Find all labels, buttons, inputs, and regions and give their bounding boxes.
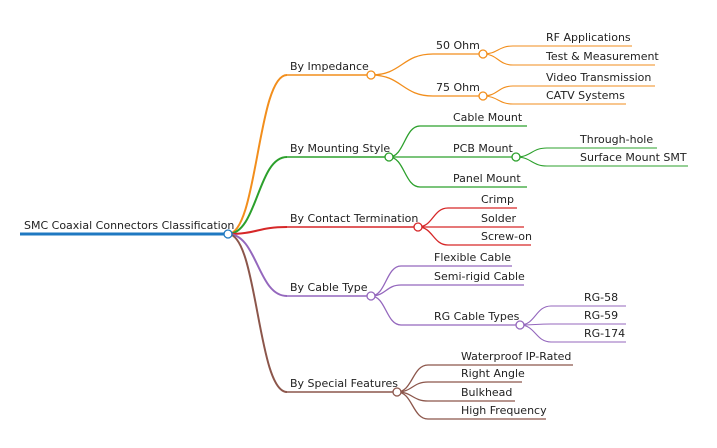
node-circle-75-ohm [478,91,488,101]
node-panel-mount: Panel Mount [453,172,521,185]
edge-panel-mount [388,156,421,188]
edge-by-impedance [227,74,288,235]
leaf-rf-applications: RF Applications [546,31,631,44]
leaf-rg-58: RG-58 [584,291,618,304]
node-bulkhead: Bulkhead [461,386,512,399]
edge-cable-mount [388,125,421,158]
node-solder: Solder [481,212,517,225]
edge-test-and-measurement [482,53,514,66]
underlines-layer [20,45,688,420]
edge-by-contact-termination [227,226,288,235]
leaf-video-transmission: Video Transmission [546,71,651,84]
node-circle-by-cable-type [366,291,376,301]
node-circle-50-ohm [478,49,488,59]
edge-by-mounting-style [227,156,288,235]
labels-layer: SMC Coaxial Connectors Classification By … [24,31,687,417]
node-pcb-mount: PCB Mount [453,142,514,155]
node-high-frequency: High Frequency [461,404,547,417]
branch-by-impedance: By Impedance [290,60,369,73]
node-waterproof-ip-rated: Waterproof IP-Rated [461,350,571,363]
edge-through-hole [515,147,548,158]
node-circle-rg-cable-types [515,320,525,330]
edge-crimp [417,207,449,228]
leaf-rg-174: RG-174 [584,327,625,340]
branch-by-special-features: By Special Features [290,377,398,390]
node-75-ohm: 75 Ohm [436,81,480,94]
node-cable-mount: Cable Mount [453,111,523,124]
node-circle-by-impedance [366,70,376,80]
nodes-layer [223,49,525,397]
branch-by-mounting-style: By Mounting Style [290,142,390,155]
edge-video-transmission [482,85,514,97]
edge-rg-cable-types [370,295,402,326]
node-circle-by-special-features [392,387,402,397]
leaf-catv-systems: CATV Systems [546,89,625,102]
edge-50-ohm [370,53,434,76]
node-50-ohm: 50 Ohm [436,39,480,52]
node-flexible-cable: Flexible Cable [434,251,511,264]
leaf-through-hole: Through-hole [579,133,653,146]
leaf-rg-59: RG-59 [584,309,618,322]
root-node-circle [223,229,233,239]
branch-by-contact-termination: By Contact Termination [290,212,418,225]
edge-75-ohm [370,74,434,97]
edge-rg-174 [519,324,552,343]
edge-catv-systems [482,95,514,105]
edge-surface-mount-smt [515,156,548,167]
branch-by-cable-type: By Cable Type [290,281,368,294]
edge-by-special-features [227,233,288,393]
edge-rf-applications [482,45,514,55]
edge-rg-58 [519,305,552,326]
node-circle-by-mounting-style [384,152,394,162]
node-circle-pcb-mount [511,152,521,162]
node-semi-rigid-cable: Semi-rigid Cable [434,270,525,283]
node-right-angle: Right Angle [461,367,525,380]
leaf-surface-mount-smt: Surface Mount SMT [580,151,687,164]
node-crimp: Crimp [481,193,514,206]
edge-flexible-cable [370,265,402,297]
leaf-test-and-measurement: Test & Measurement [545,50,659,63]
node-circle-by-contact-termination [413,222,423,232]
node-rg-cable-types: RG Cable Types [434,310,520,323]
edge-by-cable-type [227,233,288,297]
root-node-label: SMC Coaxial Connectors Classification [24,219,234,232]
edge-waterproof-ip-rated [396,364,429,393]
node-screw-on: Screw-on [481,230,532,243]
edge-screw-on [417,226,449,246]
